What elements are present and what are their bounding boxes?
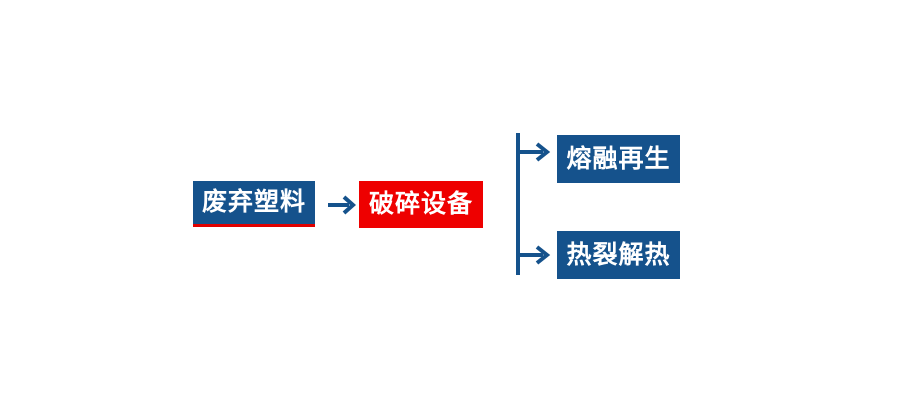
node-output-pyrolysis[interactable]: 热裂解热 <box>557 231 680 279</box>
node-process-crusher[interactable]: 破碎设备 <box>359 181 483 228</box>
node-output-melt-regeneration[interactable]: 熔融再生 <box>557 135 680 183</box>
arrow-right-glyph <box>328 195 357 215</box>
node-input-waste-plastic[interactable]: 废弃塑料 <box>193 181 315 227</box>
node-output-1-label: 熔融再生 <box>566 144 671 173</box>
node-input-label: 废弃塑料 <box>201 188 306 216</box>
branch-split-icon <box>508 126 566 282</box>
node-output-2-label: 热裂解热 <box>566 240 671 269</box>
node-process-label: 破碎设备 <box>368 190 473 218</box>
branch-split-glyph <box>516 133 551 275</box>
arrow-right-icon <box>322 186 360 224</box>
